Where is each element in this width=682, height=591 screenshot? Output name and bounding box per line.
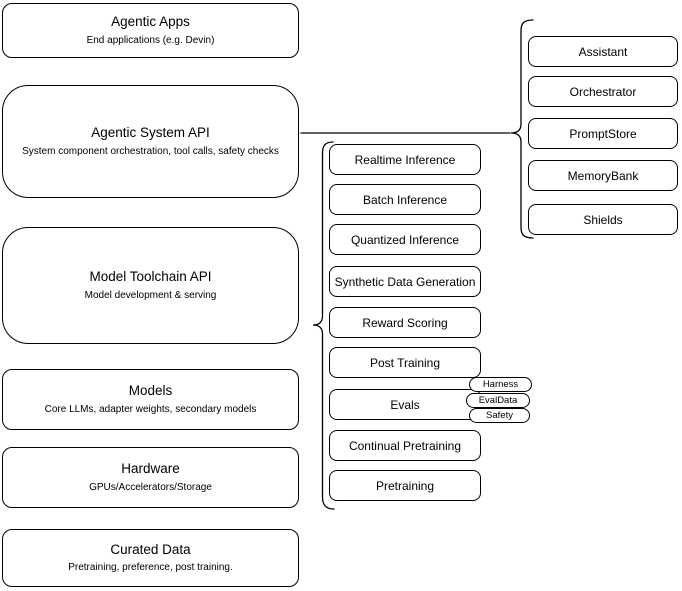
node-subtitle: System component orchestration, tool cal… (22, 145, 279, 157)
node-agentic-system-api: Agentic System API System component orch… (2, 85, 299, 198)
node-model-toolchain-api: Model Toolchain API Model development & … (2, 227, 299, 344)
node-memorybank: MemoryBank (528, 160, 678, 191)
node-title: Agentic System API (91, 125, 210, 141)
tag-harness: Harness (469, 377, 532, 392)
node-shields: Shields (528, 204, 678, 235)
node-assistant: Assistant (528, 36, 678, 67)
node-orchestrator: Orchestrator (528, 76, 678, 107)
node-subtitle: Core LLMs, adapter weights, secondary mo… (44, 403, 257, 415)
node-promptstore: PromptStore (528, 118, 678, 149)
node-title: Models (128, 383, 173, 399)
node-quantized-inference: Quantized Inference (329, 224, 481, 255)
node-pretraining: Pretraining (329, 470, 481, 501)
node-batch-inference: Batch Inference (329, 184, 481, 215)
tag-evaldata: EvalData (466, 393, 530, 408)
node-evals: Evals (329, 389, 481, 420)
node-curated-data: Curated Data Pretraining, preference, po… (2, 529, 299, 587)
node-subtitle: GPUs/Accelerators/Storage (89, 481, 212, 493)
node-title: Curated Data (110, 541, 191, 557)
node-subtitle: Model development & serving (84, 289, 217, 301)
node-models: Models Core LLMs, adapter weights, secon… (2, 369, 299, 430)
node-subtitle: Pretraining, preference, post training. (68, 562, 233, 574)
node-title: Hardware (121, 461, 180, 477)
tag-safety: Safety (469, 408, 530, 423)
node-hardware: Hardware GPUs/Accelerators/Storage (2, 447, 299, 508)
node-reward-scoring: Reward Scoring (329, 307, 481, 338)
node-realtime-inference: Realtime Inference (329, 144, 481, 175)
node-agentic-apps: Agentic Apps End applications (e.g. Devi… (2, 3, 299, 58)
node-post-training: Post Training (329, 347, 481, 378)
node-title: Model Toolchain API (89, 269, 212, 285)
node-continual-pretraining: Continual Pretraining (329, 430, 481, 461)
node-title: Agentic Apps (111, 14, 190, 30)
node-subtitle: End applications (e.g. Devin) (86, 34, 215, 46)
node-synthetic-data-generation: Synthetic Data Generation (329, 266, 481, 297)
